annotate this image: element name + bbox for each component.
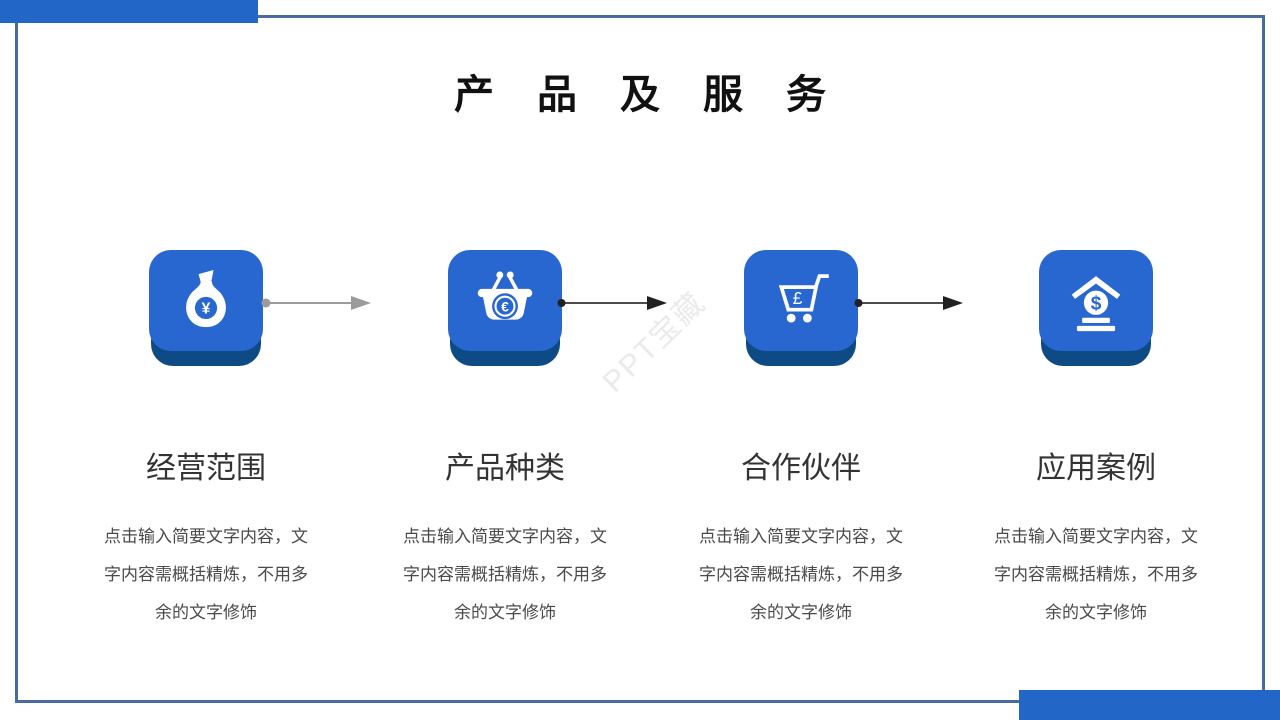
body-line: 点击输入简要文字内容，文: [104, 527, 308, 546]
tile-face: £: [744, 250, 858, 351]
money-bag-glyph: ¥: [186, 269, 226, 327]
tile-face: €: [448, 250, 562, 351]
tile-face: ¥: [149, 250, 263, 351]
column-body: 点击输入简要文字内容，文 字内容需概括精炼，不用多 余的文字修饰: [370, 518, 640, 632]
arrow-right-icon: [557, 296, 667, 310]
bank-glyph: $: [1071, 275, 1121, 331]
body-line: 点击输入简要文字内容，文: [994, 527, 1198, 546]
column-heading: 应用案例: [1036, 452, 1156, 485]
body-line: 余的文字修饰: [1045, 603, 1147, 622]
column-heading: 经营范围: [146, 452, 266, 485]
top-left-corner-bar: [0, 0, 258, 23]
body-line: 余的文字修饰: [454, 603, 556, 622]
body-line: 字内容需概括精炼，不用多: [104, 565, 308, 584]
slide-border: [15, 15, 1265, 703]
tile-face: $: [1039, 250, 1153, 351]
column-product-types: € 产品种类 点击输入简要文字内容，文 字内容需概括精炼，不用多 余的文字修饰: [370, 250, 640, 632]
body-line: 字内容需概括精炼，不用多: [403, 565, 607, 584]
arrow-right-icon: [261, 296, 371, 310]
column-heading: 产品种类: [445, 452, 565, 485]
body-line: 字内容需概括精炼，不用多: [699, 565, 903, 584]
column-use-cases: $ 应用案例 点击输入简要文字内容，文 字内容需概括精炼，不用多 余的文字修饰: [961, 250, 1231, 632]
body-line: 余的文字修饰: [750, 603, 852, 622]
body-line: 字内容需概括精炼，不用多: [994, 565, 1198, 584]
body-line: 余的文字修饰: [155, 603, 257, 622]
bank-icon: $: [1039, 250, 1153, 366]
column-partners: £ 合作伙伴 点击输入简要文字内容，文 字内容需概括精炼，不用多 余的文字修饰: [666, 250, 936, 632]
money-bag-icon: ¥: [149, 250, 263, 366]
currency-symbol: €: [501, 298, 509, 314]
column-body: 点击输入简要文字内容，文 字内容需概括精炼，不用多 余的文字修饰: [666, 518, 936, 632]
body-line: 点击输入简要文字内容，文: [699, 527, 903, 546]
body-line: 点击输入简要文字内容，文: [403, 527, 607, 546]
column-heading: 合作伙伴: [741, 452, 861, 485]
slide-title: 产品及服务: [454, 73, 869, 117]
shopping-cart-icon: £: [744, 250, 858, 366]
shopping-cart-glyph: £: [778, 273, 829, 323]
bottom-right-corner-bar: [1019, 690, 1280, 720]
shopping-basket-glyph: €: [477, 271, 533, 320]
shopping-basket-icon: €: [448, 250, 562, 366]
currency-symbol: ¥: [202, 300, 211, 317]
column-body: 点击输入简要文字内容，文 字内容需概括精炼，不用多 余的文字修饰: [71, 518, 341, 632]
column-body: 点击输入简要文字内容，文 字内容需概括精炼，不用多 余的文字修饰: [961, 518, 1231, 632]
arrow-right-icon: [854, 296, 963, 310]
column-business-scope: ¥ 经营范围 点击输入简要文字内容，文 字内容需概括精炼，不用多 余的文字修饰: [71, 250, 341, 632]
title-row: 产品及服务: [0, 62, 1280, 120]
currency-symbol: £: [793, 287, 803, 307]
currency-symbol: $: [1091, 293, 1102, 314]
